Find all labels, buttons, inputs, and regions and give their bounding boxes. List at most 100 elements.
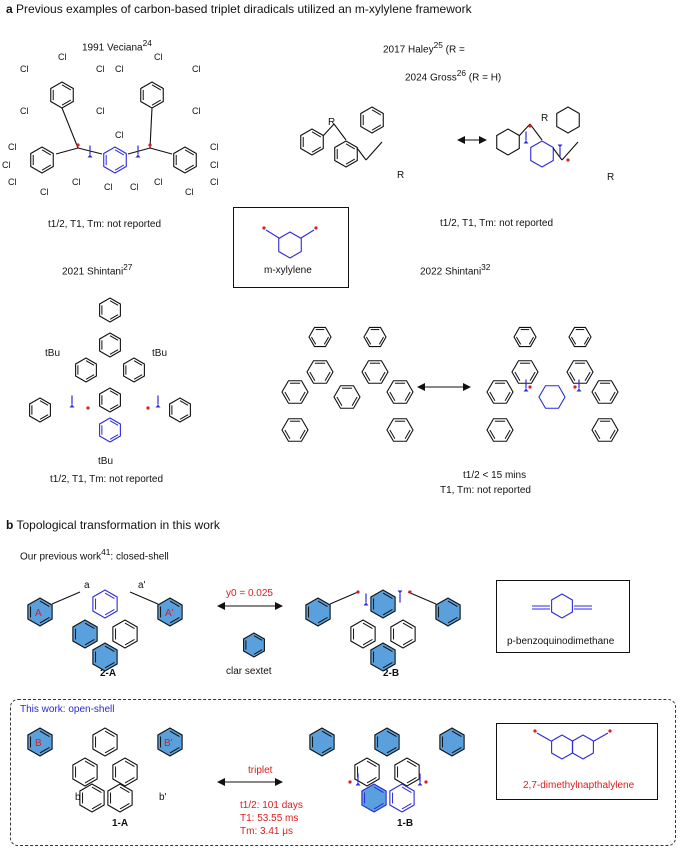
benzo-ring bbox=[435, 597, 461, 627]
atom-label: A bbox=[35, 608, 42, 619]
atom-label: B' bbox=[164, 738, 173, 749]
bond bbox=[536, 732, 552, 742]
spin-arrow-head bbox=[87, 154, 93, 158]
atom-label: Cl bbox=[210, 142, 219, 152]
pbq-ring bbox=[551, 593, 573, 619]
section-a-title: Previous examples of carbon-based triple… bbox=[16, 2, 472, 16]
mxylylene-box bbox=[233, 207, 349, 288]
double-bond bbox=[104, 592, 115, 599]
r-label-3: R bbox=[541, 113, 549, 124]
atom-label: Cl bbox=[20, 64, 29, 74]
radical-dot bbox=[408, 590, 412, 594]
atom-label: Cl bbox=[115, 64, 124, 74]
double-bond bbox=[39, 730, 50, 737]
double-bond bbox=[299, 391, 306, 402]
bottom-ring bbox=[92, 642, 118, 672]
double-bond bbox=[109, 314, 119, 320]
double-bond bbox=[109, 300, 119, 306]
spin-arrow-head bbox=[69, 404, 75, 408]
section-b-title: Topological transformation in this work bbox=[16, 518, 220, 532]
clar-sextet-ring bbox=[243, 632, 265, 658]
double-bond bbox=[119, 786, 130, 793]
r-label-2: R bbox=[397, 170, 405, 181]
top-ring bbox=[374, 727, 400, 757]
shintani27-label: 2021 Shintani27 bbox=[62, 262, 133, 278]
core-ring bbox=[72, 757, 98, 787]
double-bond bbox=[382, 609, 393, 616]
central-ring bbox=[99, 417, 121, 443]
double-bond bbox=[321, 730, 332, 737]
double-bond bbox=[317, 600, 328, 607]
central-ring bbox=[103, 146, 127, 174]
double-bond bbox=[389, 391, 396, 402]
radical-dot bbox=[533, 729, 537, 733]
radical-dot bbox=[262, 226, 266, 230]
section-a-header: a Previous examples of carbon-based trip… bbox=[6, 2, 472, 16]
double-bond bbox=[514, 371, 521, 382]
radical-dot bbox=[528, 124, 532, 128]
spin-arrow-head bbox=[557, 144, 563, 148]
double-bond bbox=[321, 747, 332, 754]
mesityl-ring bbox=[29, 397, 51, 423]
core-ring bbox=[99, 387, 121, 413]
double-bond bbox=[366, 760, 377, 767]
double-bond bbox=[570, 336, 577, 345]
bond bbox=[129, 591, 159, 605]
radical-dot bbox=[86, 406, 90, 410]
section-b-header: b Topological transformation in this wor… bbox=[6, 518, 220, 532]
bottom-ring bbox=[79, 783, 105, 813]
this-work-box bbox=[10, 699, 676, 846]
aryl-ring bbox=[591, 418, 619, 442]
double-bond bbox=[41, 164, 52, 171]
double-bond bbox=[382, 645, 393, 652]
double-bond bbox=[584, 371, 591, 382]
this-work-label: This work: open-shell bbox=[20, 704, 115, 715]
double-bond bbox=[382, 592, 393, 599]
double-bond bbox=[109, 420, 119, 426]
benzo-ring bbox=[360, 106, 384, 134]
double-bond bbox=[382, 662, 393, 669]
double-bond bbox=[179, 414, 189, 420]
double-bond bbox=[366, 777, 377, 784]
radical-dot bbox=[566, 158, 570, 162]
double-bond bbox=[169, 730, 180, 737]
double-bond bbox=[104, 645, 115, 652]
double-bond bbox=[84, 760, 95, 767]
double-bond bbox=[124, 760, 135, 767]
tbu-label-right: tBu bbox=[152, 348, 168, 359]
double-bond bbox=[169, 617, 180, 624]
aryl-ring bbox=[361, 360, 389, 384]
mxylylene-label: m-xylylene bbox=[264, 265, 312, 276]
compound-2a-label: 2-A bbox=[100, 668, 117, 679]
label-b-prime: b' bbox=[159, 792, 167, 803]
shintani27-note: t1/2, T1, Tm: not reported bbox=[50, 474, 164, 485]
double-bond bbox=[124, 777, 135, 784]
double-bond bbox=[515, 336, 522, 345]
section-b-letter: b bbox=[6, 518, 14, 532]
mesityl-ring bbox=[513, 326, 537, 348]
double-bond bbox=[184, 149, 195, 156]
central-ring bbox=[530, 140, 554, 168]
double-bond bbox=[345, 143, 356, 150]
double-bond bbox=[109, 390, 119, 396]
bond bbox=[365, 141, 383, 161]
bond bbox=[329, 591, 359, 605]
bond bbox=[322, 123, 335, 137]
double-bond bbox=[61, 99, 72, 106]
double-bond bbox=[309, 371, 316, 382]
double-bond bbox=[151, 99, 162, 106]
double-bond bbox=[447, 600, 458, 607]
bond bbox=[518, 123, 531, 137]
double-bond bbox=[404, 391, 411, 402]
tbu-label-left: tBu bbox=[45, 348, 61, 359]
benzo-ring bbox=[439, 727, 465, 757]
atom-label: Cl bbox=[185, 187, 194, 197]
core-ring bbox=[123, 357, 145, 383]
aryl-ring bbox=[591, 380, 619, 404]
radical-dot bbox=[424, 780, 428, 784]
core-ring bbox=[390, 619, 416, 649]
bond bbox=[356, 147, 367, 161]
atom-label: Cl bbox=[20, 106, 29, 116]
spin-arrow-head bbox=[523, 140, 529, 144]
aryl-ring bbox=[386, 380, 414, 404]
